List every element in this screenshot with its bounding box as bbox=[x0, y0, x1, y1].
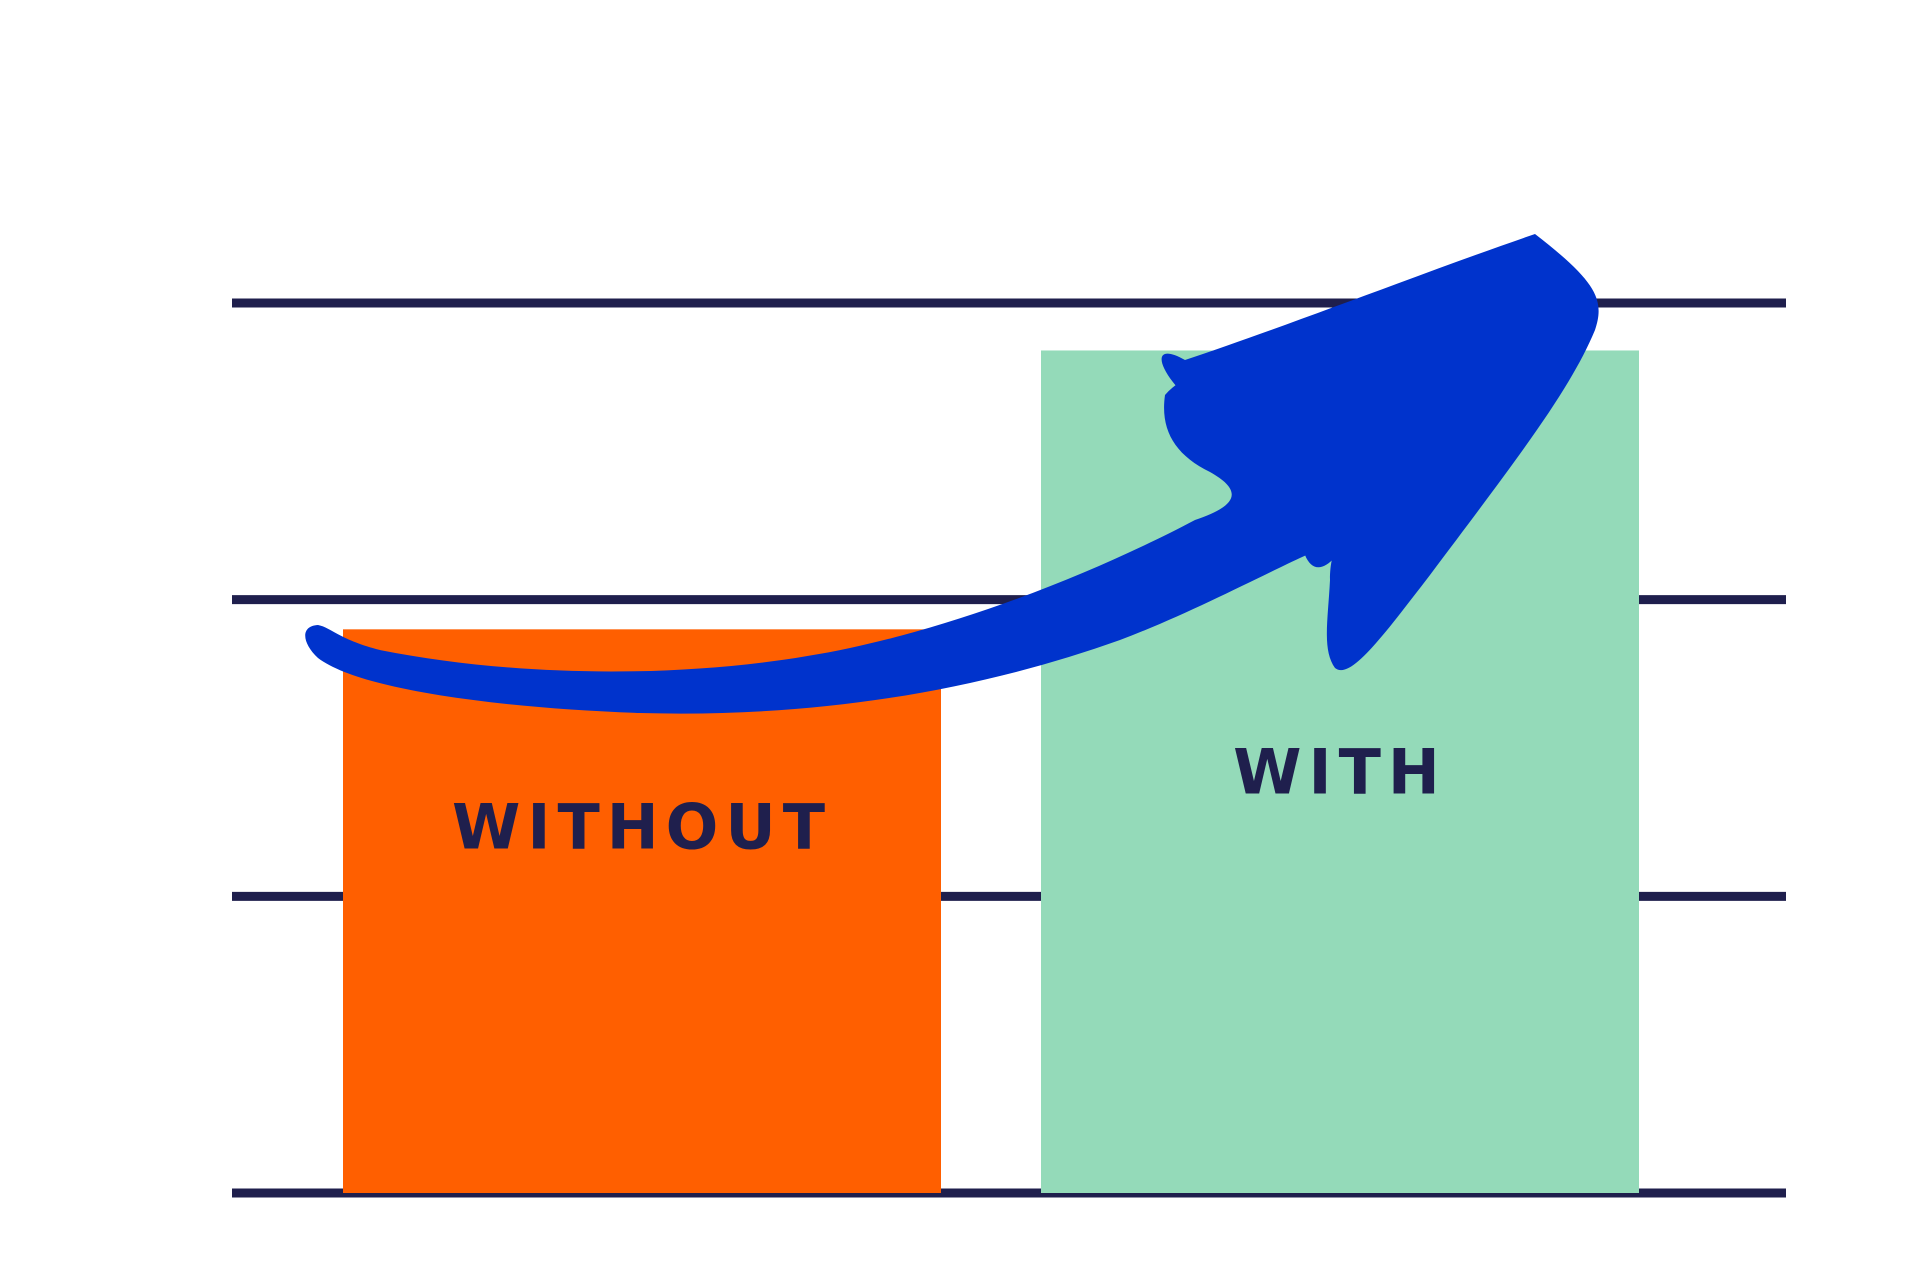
bar-without bbox=[343, 629, 941, 1193]
bar-labels: WITHOUT WITH bbox=[452, 736, 1447, 864]
bar-label-without: WITHOUT bbox=[452, 791, 832, 864]
bar-label-with: WITH bbox=[1233, 736, 1447, 809]
bars bbox=[343, 350, 1639, 1193]
upward-arrow-icon bbox=[305, 234, 1599, 714]
